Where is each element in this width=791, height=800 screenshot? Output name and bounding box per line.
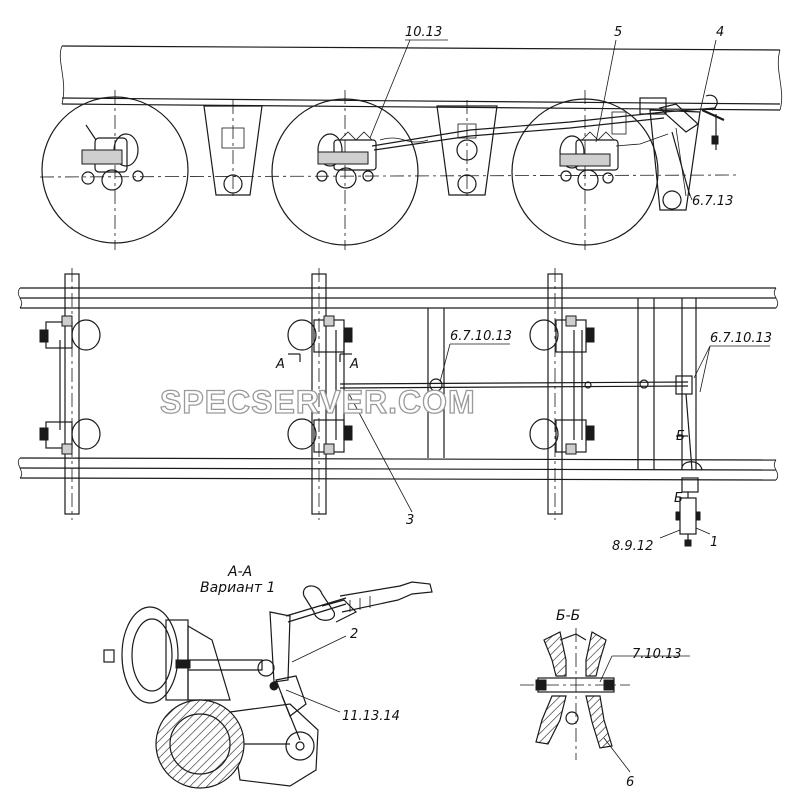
callout-1: 1 [710, 535, 718, 550]
brake-unit-1-top [39, 315, 101, 351]
lever-detail [269, 597, 347, 717]
brake-chamber-side-2 [316, 131, 377, 189]
callout-labels: 10.13 5 4 6.7.13 6.7.10.13 6.7.10.13 A A… [200, 25, 772, 790]
section-marker-aa [288, 353, 352, 362]
brake-chamber-detail [103, 606, 231, 704]
axle-3 [547, 268, 563, 520]
top-view [17, 268, 779, 547]
callout-3: 3 [406, 513, 414, 528]
section-aa [103, 581, 433, 789]
brake-unit-2-top [287, 315, 353, 353]
callout-11-13-14: 11.13.14 [342, 709, 400, 724]
section-bb [520, 628, 630, 760]
section-bb-title: Б-Б [556, 608, 580, 624]
brake-chamber-side-3 [559, 111, 627, 191]
callout-7-10-13: 7.10.13 [632, 647, 682, 662]
section-aa-title: А-А [227, 564, 252, 580]
callout-5: 5 [614, 25, 622, 40]
callout-6-7-10-13-middle: 6.7.10.13 [450, 329, 512, 344]
brake-chamber-side-1 [81, 124, 144, 191]
section-aa-subtitle: Вариант 1 [200, 580, 275, 596]
callout-6-7-10-13-right: 6.7.10.13 [710, 331, 772, 346]
brake-unit-1-bottom [39, 418, 101, 455]
side-view [39, 45, 783, 250]
section-mark-b-bottom: Б [674, 491, 683, 506]
axle-1 [64, 268, 80, 520]
callout-6-7-13: 6.7.13 [692, 194, 733, 209]
parking-cable-top [339, 375, 693, 471]
brake-unit-3-top [529, 315, 595, 353]
section-mark-a-left: A [275, 357, 285, 372]
hanger-2 [436, 100, 498, 200]
callout-2: 2 [350, 627, 358, 642]
cable-clamp-detail [302, 581, 433, 623]
callout-10-13: 10.13 [405, 25, 442, 40]
camshaft-tube-detail [155, 699, 290, 789]
callout-8-9-12: 8.9.12 [612, 539, 653, 554]
callout-4: 4 [716, 25, 724, 40]
leader-lines [285, 39, 770, 773]
hanger-1 [203, 100, 263, 200]
watermark: SPECSERVER.COM [160, 384, 476, 420]
brake-unit-2-bottom [287, 418, 353, 455]
pushrod-detail [188, 659, 279, 691]
section-mark-a-right: A [349, 357, 359, 372]
brake-unit-3-bottom [529, 418, 595, 455]
axle-2 [311, 268, 327, 520]
section-mark-b-top: Б [676, 429, 685, 444]
callout-6: 6 [626, 775, 634, 790]
handle-lever [675, 435, 703, 547]
